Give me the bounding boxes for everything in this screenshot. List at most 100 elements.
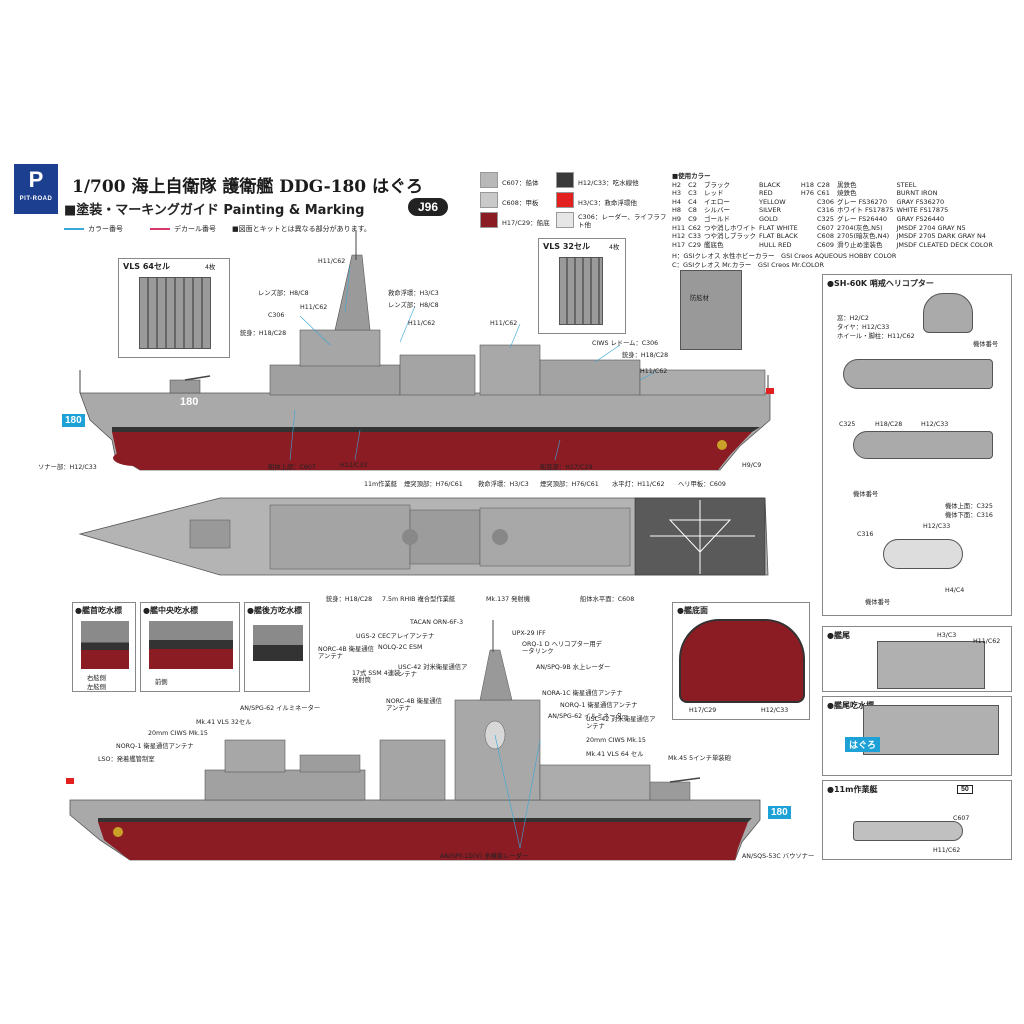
color-table-cell: H11 [672,223,686,232]
stern-draft-panel: ●艦後方吃水標 [244,602,310,692]
workboat-panel: ●11m作業艇 50 C607 H11/C62 [822,780,1012,860]
swatch-waterline-label: H12/C33：吃水線他 [578,179,639,187]
color-table-cell: GOLD [758,214,778,223]
heli-wheel: ホイール・脚柱：H11/C62 [837,333,915,340]
color-table-cell: H17 [672,240,686,249]
label-mast-c: H11/C62 [490,320,518,327]
heli-c325: C325 [839,421,856,428]
color-table-cell: C325 [817,214,834,223]
bow-draft-title: ●艦首吃水標 [75,606,122,615]
hull-number-painted-lower: 180 [690,788,709,800]
vls32-title: VLS 32セル [543,242,590,251]
color-table-cell: C316 [817,206,834,215]
color-table-cell: ゴールド [703,214,730,223]
heli-number-1: 機体番号 [973,341,999,348]
workboat-drawing [853,821,963,841]
stern-mark-panel: ●艦尾吃水標 はぐろ [822,696,1012,776]
color-table-note-h: H：GSIクレオス 水性ホビーカラー GSI Creos AQUEOUS HOB… [672,252,897,261]
vls64-panel: VLS 64セル 4枚 [118,258,230,358]
color-table-cell: GRAY FS26440 [896,214,945,223]
label-lifering: 救命浮環：H3/C3 [388,290,439,297]
color-table-cell: C306 [817,197,834,206]
helicopter-bottom-drawing [883,539,963,569]
label-norc4b-b: NORC-4B 衛星通信アンテナ [386,698,442,712]
label-funnel-2: 煙突頂部：H76/C61 [540,481,599,488]
label-nolq: NOLQ-2C ESM [378,644,423,651]
swatch-radar-label: C306：レーダー、ライフラフト他 [578,213,667,229]
swatch-deck [480,192,498,208]
color-table-cell: WHITE FS17875 [896,206,949,215]
swatch-hull [480,172,498,188]
color-table-cell: レッド [703,189,724,198]
hull-number-badge-lower: 180 [768,806,791,819]
color-table-cell: RED [758,189,773,198]
mid-draft-panel: ●艦中央吃水標 前側 [140,602,240,692]
color-table-cell: 艦底色 [703,240,724,249]
helicopter-side-drawing-2 [853,431,993,459]
page-title: 1/700 海上自衛隊 護衛艦 DDG-180 はぐろ [72,177,424,197]
label-ciws: 20mm CIWS Mk.15 [148,730,208,737]
stern-title: ●艦尾 [827,631,850,640]
label-workboat: 11m作業艇 [364,481,398,488]
color-table-cell: グレー FS26440 [836,214,887,223]
label-tacan: TACAN ORN-6F-3 [410,619,464,626]
label-orq: ORQ-1 D ヘリコプター用データリンク [522,641,602,655]
color-table-cell: H12 [672,232,686,241]
color-table-cell: C2 [688,180,697,189]
color-table-cell: C609 [817,240,834,249]
color-table-cell: H2 [672,180,682,189]
color-table-cell: BURNT IRON [896,189,938,198]
color-table-cell: H3 [672,189,682,198]
color-table-cell: C4 [688,197,697,206]
stern-h3: H3/C3 [937,632,957,639]
vls32-count: 4枚 [609,244,620,251]
label-vls64: Mk.41 VLS 64 セル [586,751,644,758]
label-top-lifering: 救命浮環：H3/C3 [478,481,529,488]
color-table-cell: SILVER [758,206,782,215]
label-norq1-b: NORQ-1 衛星通信アンテナ [116,743,194,750]
label-lens-2: レンズ部：H8/C8 [388,302,439,309]
heli-h4: H4/C4 [945,587,965,594]
color-table-cell: C607 [817,223,834,232]
side-view-ship [79,230,774,471]
helicopter-title: ●SH-60K 哨戒ヘリコプター [827,279,934,288]
color-table-cell: JMSDF 2704 GRAY N5 [896,223,966,232]
swatch-lifering [556,192,574,208]
color-table-cell: C3 [688,189,697,198]
color-table-cell: 2704(灰色,N5) [836,223,883,232]
color-table-cell: JMSDF CLEATED DECK COLOR [896,240,993,249]
color-table-cell: H76 [800,189,815,198]
vls64-count: 4枚 [205,264,216,271]
label-mk45: Mk.45 5インチ単装砲 [668,755,731,762]
mid-draft-title: ●艦中央吃水標 [143,606,198,615]
heli-number-3: 機体番号 [865,599,891,606]
label-mast-d: H11/C62 [640,368,668,375]
decal-number-line-icon [150,228,170,230]
stern-h11: H11/C62 [973,638,1001,645]
label-mast-top: H11/C62 [318,258,346,265]
logo-mark: P [28,167,44,192]
hull-number-painted: 180 [180,396,199,408]
logo-text: PIT-ROAD [19,196,53,202]
page-subtitle: ■塗装・マーキングガイド Painting & Marking [64,203,365,218]
color-table-cell: 滑り止め塗装色 [836,240,883,249]
hull-number-badge: 180 [62,414,85,427]
kit-code-badge: J96 [408,198,448,216]
color-table-cell: ブラック [703,180,730,189]
helicopter-panel: ●SH-60K 哨戒ヘリコプター 窓：H2/C2 タイヤ：H12/C33 ホイー… [822,274,1012,616]
label-lso: LSO：発着艦管制室 [98,756,155,763]
label-ciws: CIWS レドーム：C306 [592,340,659,347]
legend-note: ■図面とキットとは異なる部分があります。 [232,225,371,233]
color-table-cell: H9 [672,214,682,223]
swatch-hull-label: C607：船体 [502,179,539,187]
label-nora1c: NORA-1C 衛星通信アンテナ [542,690,623,697]
swatch-bottom-label: H17/C29：船底 [502,219,550,227]
label-sonar: ソナー部：H12/C33 [38,464,97,471]
label-hull-upper: 船体上部：C607 [268,464,316,471]
color-table-cell: C608 [817,232,834,241]
color-table-cell: BLACK [758,180,781,189]
